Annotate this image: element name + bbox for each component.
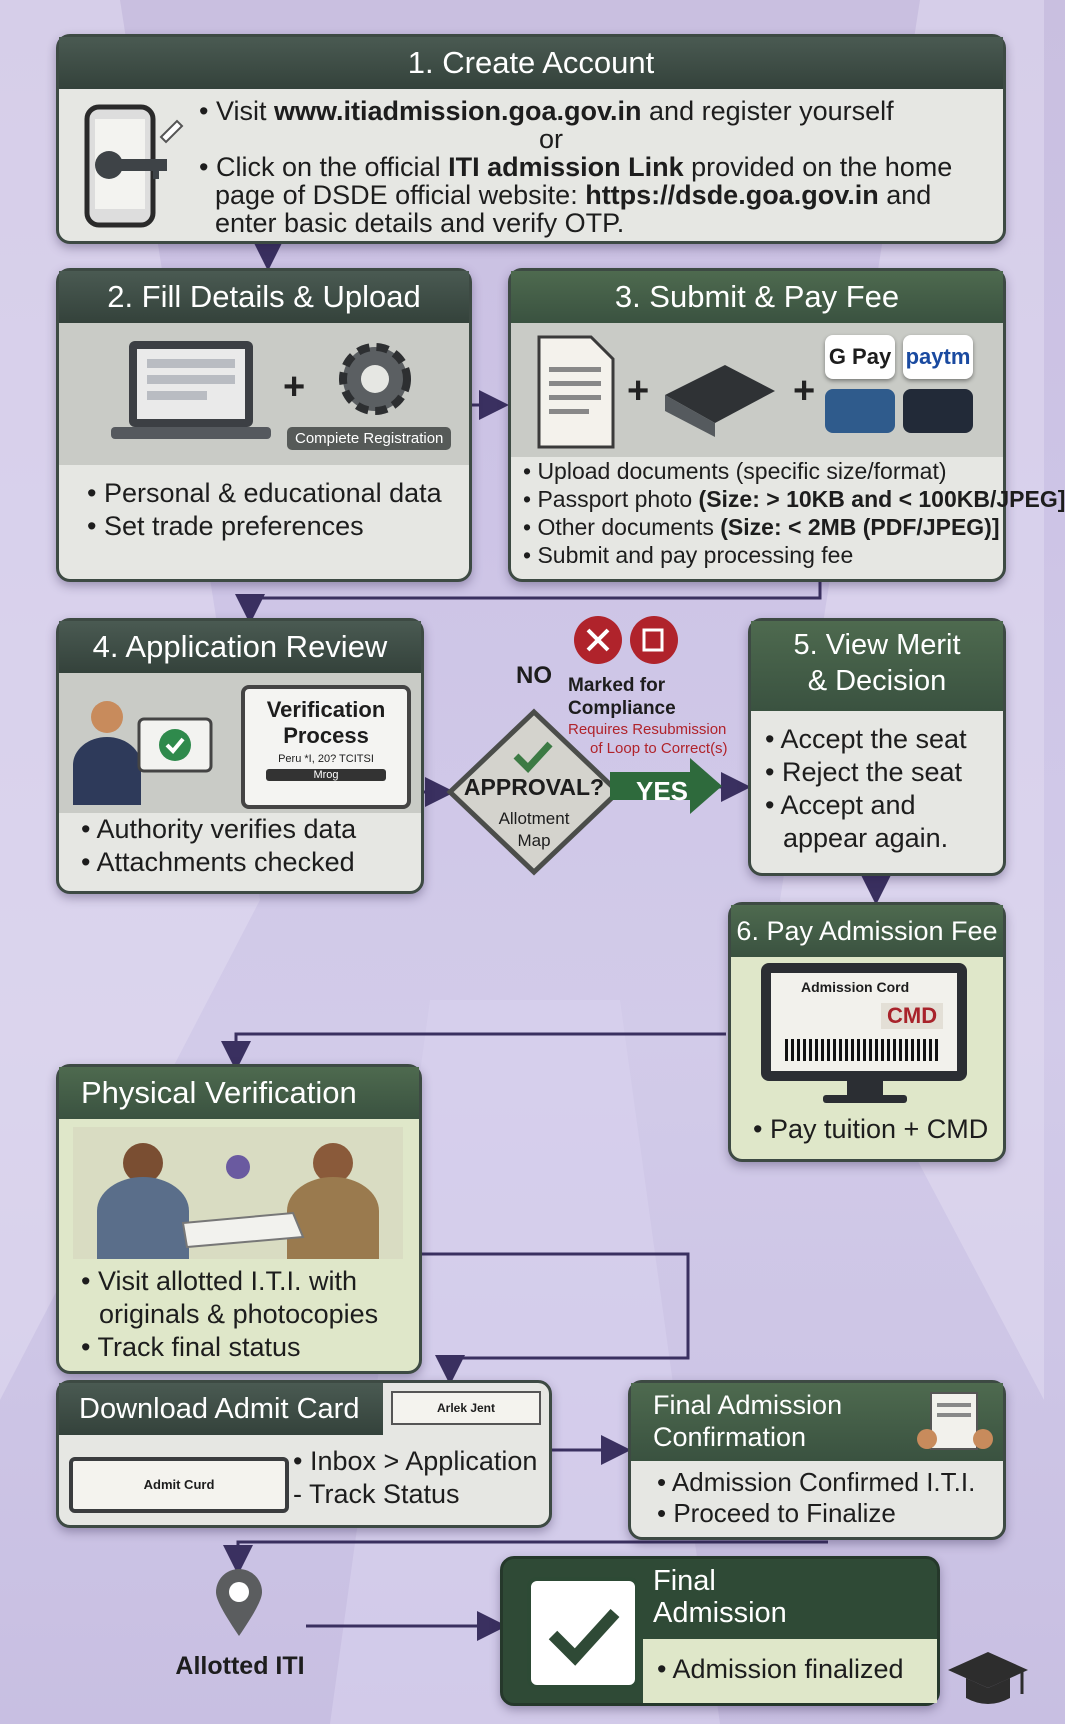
step-1-or: or xyxy=(539,124,564,154)
step-5-bullet-3: • Accept and xyxy=(765,790,916,820)
checkmark-icon xyxy=(548,1608,620,1666)
svg-text:+: + xyxy=(283,366,305,408)
step-physical-verification: Physical Verification • Visit allotted I… xyxy=(56,1064,422,1374)
svg-text:+: + xyxy=(793,370,815,412)
confirm-bullet-1: • Admission Confirmed I.T.I. xyxy=(657,1467,976,1497)
phone-key-icon xyxy=(84,104,184,228)
step-2-bullet-2: • Set trade preferences xyxy=(87,511,364,541)
download-bullet-1: • Inbox > Application xyxy=(293,1446,538,1476)
step-5-bullet-1: • Accept the seat xyxy=(765,724,967,754)
step-3-bullet-2: • Passport photo (Size: > 10KB and < 100… xyxy=(523,486,1065,512)
admit-card-tag-top: Arlek Jent xyxy=(391,1391,541,1425)
step-pay-admission-fee: 6. Pay Admission Fee Admission Cord CMD … xyxy=(728,902,1006,1162)
physical-bullet-2: originals & photocopies xyxy=(99,1299,379,1329)
location-pin-icon xyxy=(216,1569,262,1636)
physical-bullet-1: • Visit allotted I.T.I. with xyxy=(81,1266,358,1296)
physical-verification-title: Physical Verification xyxy=(59,1067,419,1119)
confirm-title-2: Confirmation xyxy=(653,1422,807,1452)
final-title-1: Final xyxy=(653,1565,716,1597)
step-final-admission: Final Admission • Admission finalized xyxy=(500,1556,940,1706)
step-fill-details: 2. Fill Details & Upload + Compiete Regi… xyxy=(56,268,472,582)
step-3-bullet-3: • Other documents (Size: < 2MB (PDF/JPEG… xyxy=(523,514,1000,540)
step-4-bullet-2: • Attachments checked xyxy=(81,847,355,877)
barcode-icon xyxy=(785,1039,941,1061)
admission-card-label: Admission Cord xyxy=(801,979,910,995)
step-application-review: 4. Application Review Verification Proce… xyxy=(56,618,424,894)
step-2-bullet-1: • Personal & educational data xyxy=(87,478,442,508)
step-submit-pay: 3. Submit & Pay Fee + + G Pay paytm • Up… xyxy=(508,268,1065,582)
step-create-account: 1. Create Account • Visit www.itiadmissi… xyxy=(56,34,1006,244)
svg-text:+: + xyxy=(627,370,649,412)
step-3-bullet-4: • Submit and pay processing fee xyxy=(523,542,854,568)
final-bullet: • Admission finalized xyxy=(657,1654,904,1684)
step-5-title-1: 5. View Merit xyxy=(793,629,961,661)
confirm-bullet-2: • Proceed to Finalize xyxy=(657,1498,896,1528)
step-view-merit: 5. View Merit & Decision • Accept the se… xyxy=(748,618,1006,876)
people-meeting-icon xyxy=(73,1127,403,1259)
step-3-bullet-1: • Upload documents (specific size/format… xyxy=(523,458,947,484)
document-hands-icon xyxy=(917,1392,993,1450)
download-bullet-2: - Track Status xyxy=(293,1479,460,1509)
document-scanner-icon: + + xyxy=(537,335,815,449)
step-final-confirmation: Final Admission Confirmation • Admission… xyxy=(628,1380,1006,1540)
decision-no-label: NO xyxy=(516,662,552,689)
step-4-title: 4. Application Review xyxy=(59,621,421,673)
approval-decision-diamond xyxy=(446,616,722,876)
allotted-iti-label: Allotted ITI xyxy=(175,1652,305,1680)
complete-registration-badge: Compiete Registration xyxy=(287,427,452,450)
confirm-title-1: Final Admission xyxy=(653,1390,843,1420)
step-1-title: 1. Create Account xyxy=(59,37,1003,89)
card-dark-icon xyxy=(903,389,973,433)
card-icon xyxy=(825,389,895,433)
verification-process-screen: Verification Process Peru *I, 20? TCITSI… xyxy=(241,685,411,809)
download-admit-card-title: Download Admit Card xyxy=(59,1383,383,1435)
step-5-title-2: & Decision xyxy=(807,665,947,697)
decision-yes-label: YES xyxy=(636,776,689,806)
step-6-title: 6. Pay Admission Fee xyxy=(731,905,1003,957)
cmd-label: CMD xyxy=(881,1003,944,1029)
compliance-note: Marked for Compliance Requires Resubmiss… xyxy=(568,675,728,757)
approval-label: APPROVAL? xyxy=(463,774,605,800)
itiadmission-link[interactable]: www.itiadmission.goa.gov.in xyxy=(273,96,642,126)
graduation-cap-icon xyxy=(948,1652,1028,1704)
final-title-2: Admission xyxy=(653,1597,787,1629)
allotment-map-label: Allotment Map xyxy=(498,809,570,850)
dsde-link[interactable]: https://dsde.goa.gov.in xyxy=(585,180,879,210)
step-5-bullet-2: • Reject the seat xyxy=(765,757,963,787)
step-1-line-2: • Click on the official ITI admission Li… xyxy=(199,152,953,182)
step-3-title: 3. Submit & Pay Fee xyxy=(511,271,1003,323)
step-5-bullet-4: appear again. xyxy=(783,823,949,853)
step-download-admit-card: Download Admit Card Arlek Jent Admit Cur… xyxy=(56,1380,552,1528)
step-1-line-3: page of DSDE official website: https://d… xyxy=(215,180,932,210)
step-6-bullet: • Pay tuition + CMD xyxy=(753,1114,989,1144)
laptop-gear-icon: + xyxy=(111,341,411,439)
step-1-line-1: • Visit www.itiadmission.goa.gov.in and … xyxy=(199,96,894,126)
paytm-icon: paytm xyxy=(903,335,973,379)
checkmark-box xyxy=(527,1577,639,1689)
monitor-icon: Admission Cord CMD xyxy=(761,963,967,1081)
admit-card-icon: Admit Curd xyxy=(69,1457,289,1513)
step-4-bullet-1: • Authority verifies data xyxy=(81,814,357,844)
physical-bullet-3: • Track final status xyxy=(81,1332,301,1362)
step-2-title: 2. Fill Details & Upload xyxy=(59,271,469,323)
officer-icon xyxy=(73,701,213,805)
gpay-icon: G Pay xyxy=(825,335,895,379)
step-1-line-4: enter basic details and verify OTP. xyxy=(215,208,625,238)
